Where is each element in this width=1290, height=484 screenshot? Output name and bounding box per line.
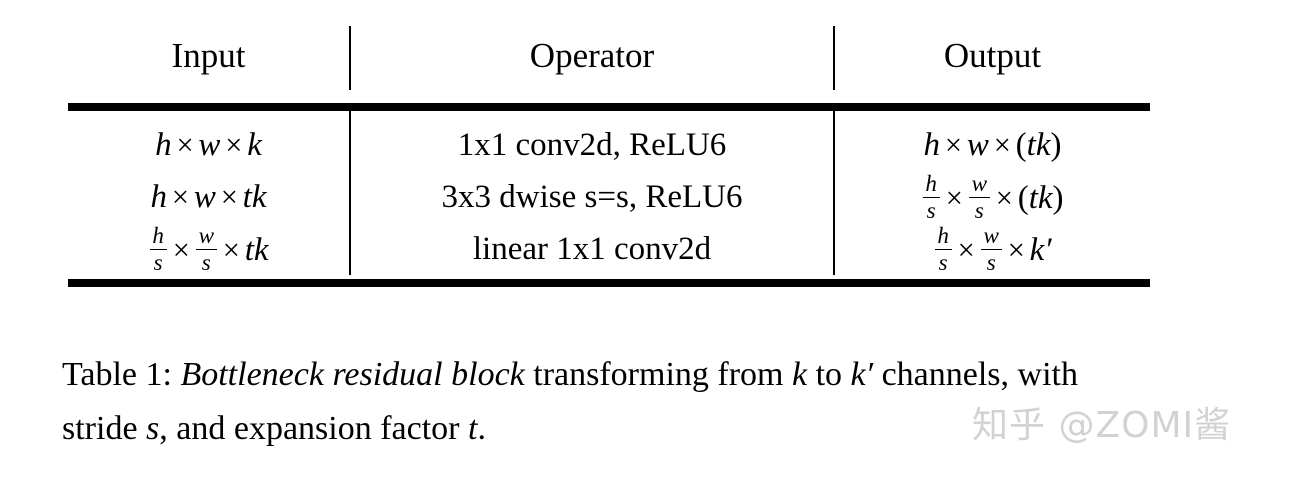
cell-operator-row2: 3x3 dwise s=s, ReLU6 <box>349 171 834 223</box>
times-icon: × <box>225 127 243 162</box>
caption-symbol-k: k <box>791 356 808 393</box>
fraction-denominator-s: s <box>938 248 948 275</box>
caption-symbol-k-prime: k <box>850 356 866 393</box>
fraction-denominator-s: s <box>986 248 996 275</box>
caption-text-e: . <box>477 410 486 447</box>
table-row: h×w×k 1x1 conv2d, ReLU6 h×w×(tk) <box>68 111 1150 171</box>
column-header-output: Output <box>833 26 1150 90</box>
operator-relu6: , ReLU6 <box>628 178 743 215</box>
times-icon: × <box>945 180 963 215</box>
caption-text-d: , and expansion factor <box>159 410 460 447</box>
caption-text-b: to <box>815 356 843 393</box>
prime-icon: ′ <box>1044 231 1052 268</box>
symbol-h: h <box>923 126 941 163</box>
fraction-denominator-s: s <box>153 248 163 275</box>
fraction-numerator-w: w <box>980 223 1002 250</box>
caption-text-a: transforming from <box>533 356 784 393</box>
fraction-numerator-h: h <box>922 171 940 198</box>
header-row: Input Operator Output <box>68 26 1150 90</box>
fraction-numerator-w: w <box>195 223 217 250</box>
fraction-denominator-s: s <box>201 248 211 275</box>
prime-icon: ′ <box>865 356 874 393</box>
times-icon: × <box>944 127 962 162</box>
symbol-h: h <box>150 178 168 215</box>
table-row: h s × w s ×tk linear 1x1 conv2d h s × w <box>68 223 1150 275</box>
fraction-w-over-s: w s <box>195 223 217 275</box>
fraction-numerator-h: h <box>934 223 952 250</box>
fraction-denominator-s: s <box>974 196 984 223</box>
fraction-w-over-s: w s <box>968 171 990 223</box>
fraction-h-over-s: h s <box>934 223 952 275</box>
table-caption: Table 1: Bottleneck residual block trans… <box>62 348 1122 456</box>
caption-text-c: channels, with stride <box>62 356 1078 447</box>
table-figure: Input Operator Output h×w×k 1x1 conv2d, … <box>68 26 1150 287</box>
times-icon: × <box>172 232 190 267</box>
zhihu-watermark: 知乎 @ZOMI酱 <box>972 405 1232 446</box>
times-icon: × <box>995 180 1013 215</box>
operator-linear-conv-1x1: linear 1x1 conv2d <box>472 230 712 267</box>
caption-label: Table 1: <box>62 356 172 393</box>
cell-output-row2: h s × w s ×(tk) <box>833 171 1150 223</box>
paren-right: ) <box>1050 126 1062 163</box>
rule-gap-above-header-rule <box>68 90 1150 103</box>
caption-symbol-s: s <box>146 410 160 447</box>
cell-operator-row1: 1x1 conv2d, ReLU6 <box>349 111 834 171</box>
fraction-h-over-s: h s <box>922 171 940 223</box>
table-body-grid: h×w×k 1x1 conv2d, ReLU6 h×w×(tk) h×w×tk … <box>68 111 1150 275</box>
symbol-w: w <box>193 178 216 215</box>
bottleneck-residual-block-table: Input Operator Output <box>68 26 1150 90</box>
cell-input-row3: h s × w s ×tk <box>68 223 350 275</box>
fraction-w-over-s: w s <box>980 223 1002 275</box>
paren-left: ( <box>1017 179 1029 216</box>
times-icon: × <box>171 179 189 214</box>
times-icon: × <box>993 127 1011 162</box>
times-icon: × <box>1007 232 1025 267</box>
column-header-input: Input <box>171 35 246 75</box>
fraction-numerator-h: h <box>149 223 167 250</box>
paren-left: ( <box>1015 126 1027 163</box>
paren-right: ) <box>1052 179 1064 216</box>
symbol-w: w <box>198 126 221 163</box>
cell-input-row2: h×w×tk <box>68 171 350 223</box>
symbol-h: h <box>155 126 172 163</box>
fraction-h-over-s: h s <box>149 223 167 275</box>
operator-conv-1x1: 1x1 conv2d <box>457 126 613 163</box>
symbol-tk: tk <box>1028 179 1053 216</box>
cell-output-row3: h s × w s ×k′ <box>833 223 1150 275</box>
symbol-k: k <box>247 126 262 163</box>
table-top-rule <box>68 103 1150 111</box>
times-icon: × <box>222 232 240 267</box>
cell-input-row1: h×w×k <box>68 111 350 171</box>
table-bottom-rule <box>68 279 1150 287</box>
caption-italic-title: Bottleneck residual block <box>180 356 525 393</box>
operator-relu6: , ReLU6 <box>612 126 727 163</box>
cell-operator-row3: linear 1x1 conv2d <box>349 223 834 275</box>
operator-dwise-3x3: 3x3 dwise s= <box>441 178 616 215</box>
column-header-operator: Operator <box>349 26 834 90</box>
caption-symbol-t: t <box>468 410 478 447</box>
cell-output-row1: h×w×(tk) <box>833 111 1150 171</box>
symbol-tk: tk <box>242 178 267 215</box>
symbol-tk: tk <box>244 231 269 268</box>
symbol-s: s <box>615 178 629 215</box>
times-icon: × <box>220 179 238 214</box>
times-icon: × <box>176 127 194 162</box>
table-body: h×w×k 1x1 conv2d, ReLU6 h×w×(tk) h×w×tk … <box>68 111 1150 275</box>
symbol-tk: tk <box>1026 126 1051 163</box>
times-icon: × <box>957 232 975 267</box>
symbol-k-prime: k <box>1029 231 1045 268</box>
symbol-w: w <box>966 126 989 163</box>
table-header: Input Operator Output <box>68 26 1150 90</box>
fraction-numerator-w: w <box>968 171 990 198</box>
fraction-denominator-s: s <box>926 196 936 223</box>
table-row: h×w×tk 3x3 dwise s=s, ReLU6 h s × w s ×(… <box>68 171 1150 223</box>
